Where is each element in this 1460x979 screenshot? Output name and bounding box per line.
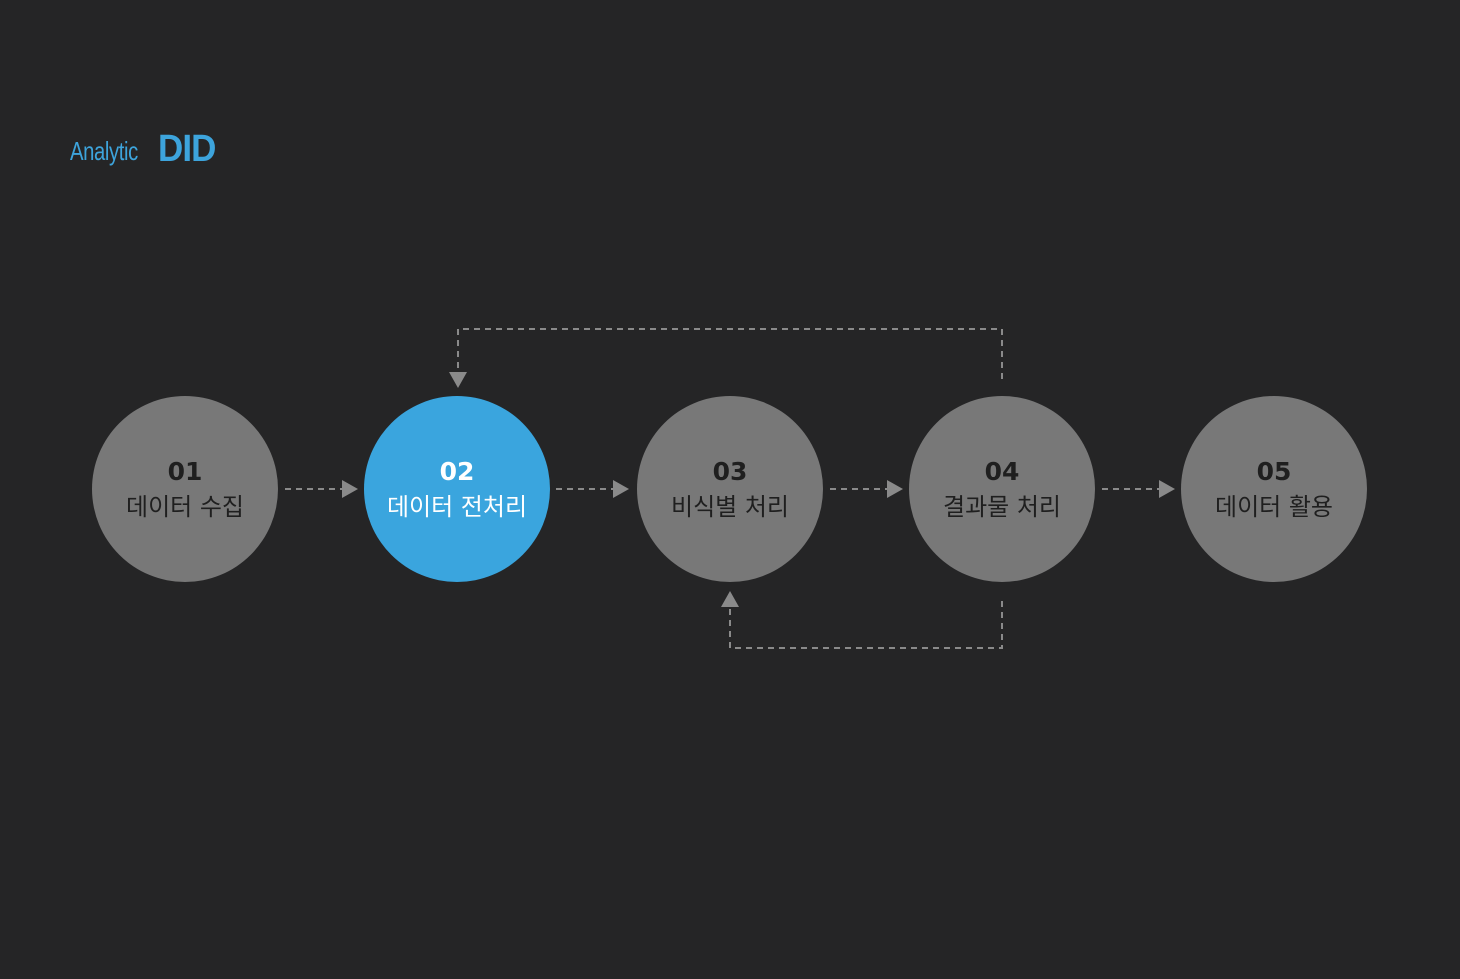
- step-number: 05: [1256, 457, 1292, 486]
- step-03-de-identification: 03 비식별 처리: [637, 396, 823, 582]
- step-label: 데이터 수집: [125, 493, 245, 521]
- step-number: 04: [984, 457, 1020, 486]
- arrowhead-loop-03: [721, 591, 739, 607]
- loop-04-03-line: [729, 601, 1003, 649]
- step-number: 03: [712, 457, 748, 486]
- step-04-result-processing: 04 결과물 처리: [909, 396, 1095, 582]
- arrowhead-loop-02: [449, 372, 467, 388]
- step-number: 01: [167, 457, 203, 486]
- loop-04-02-line: [457, 328, 1003, 379]
- step-label: 데이터 활용: [1214, 493, 1334, 521]
- logo-text-light: Analytic: [70, 136, 138, 166]
- analyticdid-logo: Analytic DID: [70, 128, 220, 168]
- arrowhead-01-02: [342, 480, 358, 498]
- step-05-data-utilization: 05 데이터 활용: [1181, 396, 1367, 582]
- step-02-data-preprocessing: 02 데이터 전처리: [364, 396, 550, 582]
- arrowhead-03-04: [887, 480, 903, 498]
- step-number: 02: [439, 457, 475, 486]
- step-label: 비식별 처리: [670, 493, 790, 521]
- step-label: 데이터 전처리: [386, 493, 528, 521]
- arrowhead-04-05: [1159, 480, 1175, 498]
- step-01-data-collection: 01 데이터 수집: [92, 396, 278, 582]
- arrowhead-02-03: [613, 480, 629, 498]
- logo-text-bold: DID: [158, 128, 216, 170]
- step-label: 결과물 처리: [942, 493, 1062, 521]
